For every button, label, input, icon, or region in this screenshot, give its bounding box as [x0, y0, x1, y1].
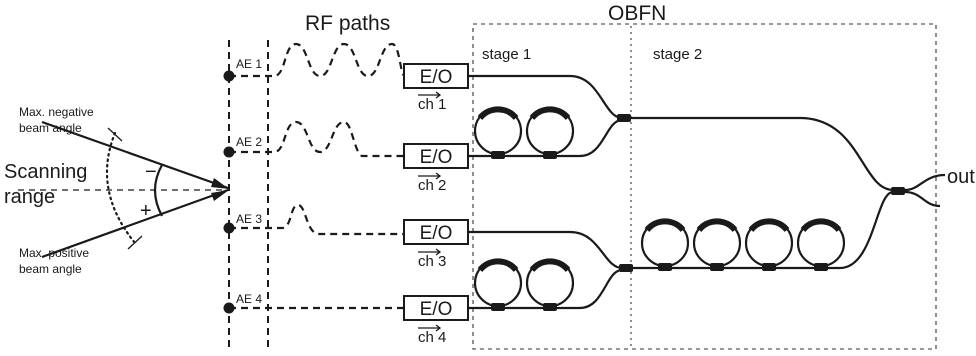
angle-arc [153, 164, 163, 217]
eo-label: E/O [420, 299, 453, 320]
obfn-box [472, 23, 937, 350]
waveguide-upper [631, 116, 894, 192]
waveguide-ch3 [468, 230, 623, 270]
ring-heater [644, 218, 686, 233]
eo-converter-box [403, 143, 469, 169]
ring-heater [748, 218, 790, 233]
coupler [617, 114, 631, 122]
out-label: out [947, 166, 975, 188]
channel-arrow [418, 172, 442, 180]
rf-paths-label: RF paths [305, 12, 390, 35]
obfn-label: OBFN [608, 2, 666, 25]
channel-label: ch 4 [418, 329, 446, 346]
ring-coupler [491, 303, 505, 311]
eo-label: E/O [420, 223, 453, 244]
neg-arrowhead [211, 178, 229, 189]
range-tick [127, 235, 143, 250]
ae-label: AE 4 [236, 292, 262, 306]
output-coupler [891, 187, 905, 195]
channel-label: ch 1 [418, 96, 446, 113]
ring-heater [696, 218, 738, 233]
waveguide-ch4 [468, 268, 623, 310]
ae-label: AE 1 [236, 57, 262, 71]
stage2-label: stage 2 [653, 46, 702, 63]
channel-arrow [418, 91, 442, 99]
plus-sign: + [140, 200, 152, 222]
ring-heater [529, 106, 571, 121]
range-tick [107, 127, 123, 142]
max-pos-label-2: beam angle [19, 262, 82, 276]
channel-arrow [418, 324, 442, 332]
ring-coupler [710, 263, 724, 271]
rf-path [229, 42, 407, 78]
scanning-range-arc [105, 131, 137, 245]
waveguide-ch2 [468, 118, 623, 158]
channel-label: ch 3 [418, 253, 446, 270]
max-pos-label-1: Max. positive [19, 246, 89, 260]
channel-arrow [418, 248, 442, 256]
output-waveguide-2 [904, 190, 941, 208]
ring-coupler [762, 263, 776, 271]
pos-arrowhead [211, 190, 229, 201]
ring-coupler [491, 151, 505, 159]
ring-heater [529, 258, 571, 273]
pos-beam-line [41, 188, 229, 259]
eo-converter-box [403, 295, 469, 321]
rf-path [229, 120, 405, 158]
neg-beam-line [41, 120, 229, 190]
output-waveguide [904, 173, 946, 192]
max-neg-label-1: Max. negative [19, 105, 94, 119]
ring-coupler [543, 151, 557, 159]
ring-heater [477, 106, 519, 121]
minus-sign: − [145, 161, 157, 183]
ring-coupler [658, 263, 672, 271]
max-neg-label-2: beam angle [19, 121, 82, 135]
stage1-label: stage 1 [482, 46, 531, 63]
waveguide-lower [633, 190, 894, 270]
rf-path [229, 203, 405, 236]
coupler [619, 264, 633, 272]
scanning-label: Scanning [4, 161, 87, 183]
eo-converter-box [403, 219, 469, 245]
ae-label: AE 2 [236, 135, 262, 149]
ring-coupler [814, 263, 828, 271]
ring-heater [477, 258, 519, 273]
channel-label: ch 2 [418, 177, 446, 194]
range-label: range [4, 186, 55, 208]
ring-heater [800, 218, 842, 233]
ring-coupler [543, 303, 557, 311]
ae-label: AE 3 [236, 212, 262, 226]
waveguide-ch1 [468, 74, 623, 120]
eo-label: E/O [420, 147, 453, 168]
eo-label: E/O [420, 67, 453, 88]
